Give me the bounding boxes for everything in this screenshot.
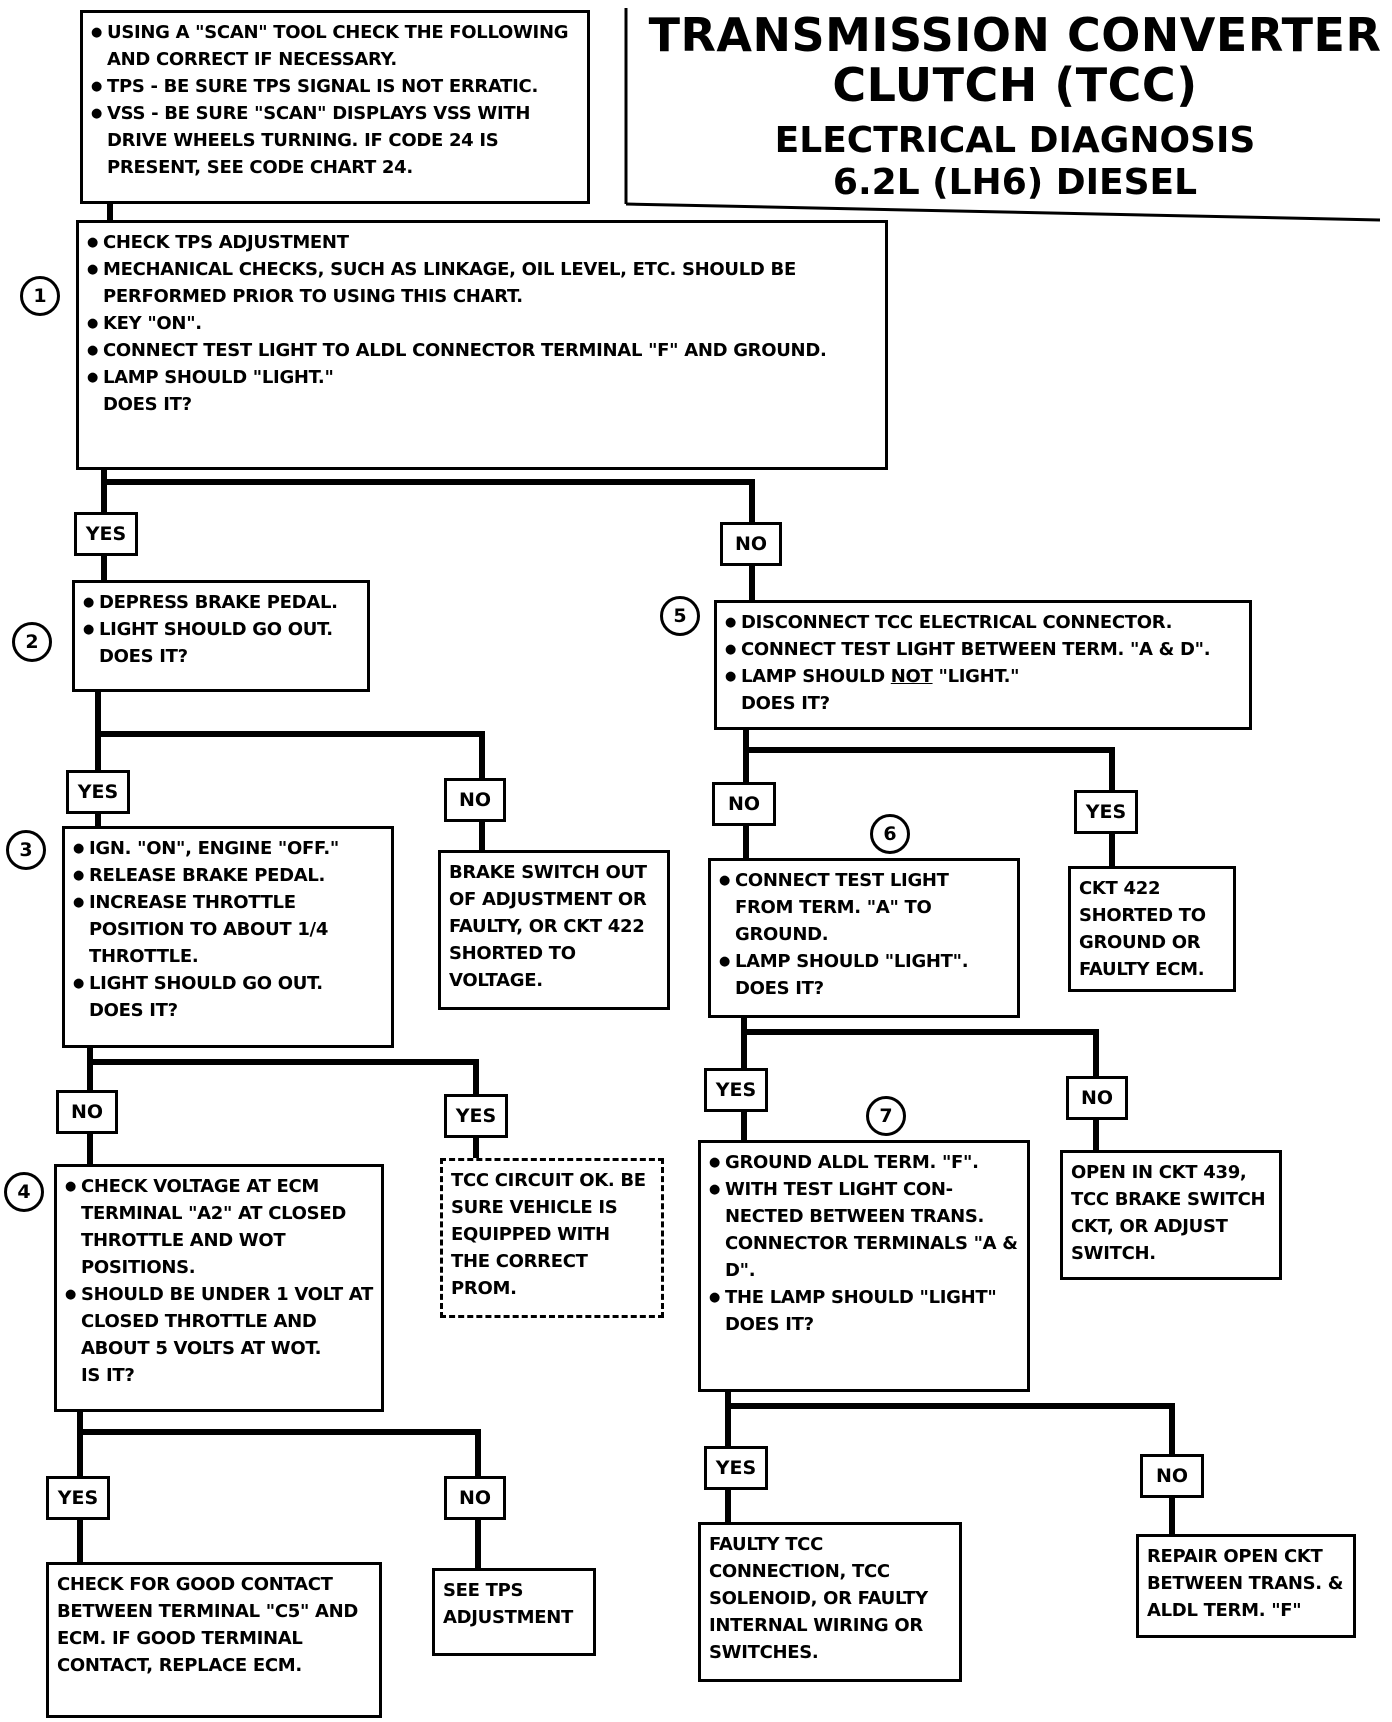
- step7-item: THE LAMP SHOULD "LIGHT": [709, 1284, 1019, 1311]
- result-repair-open: REPAIR OPEN CKT BETWEEN TRANS. & ALDL TE…: [1136, 1534, 1356, 1638]
- step4-yes-label: YES: [46, 1476, 110, 1520]
- step-number-1: 1: [20, 276, 60, 316]
- result-tcc-ok: TCC CIRCUIT OK. BE SURE VEHICLE IS EQUIP…: [440, 1158, 664, 1318]
- step5-item3-post: "LIGHT.": [932, 666, 1020, 687]
- title-line-3: ELECTRICAL DIAGNOSIS: [774, 120, 1256, 161]
- step2-box: DEPRESS BRAKE PEDAL. LIGHT SHOULD GO OUT…: [72, 580, 370, 692]
- step6-yes-label: YES: [704, 1068, 768, 1112]
- step2-question: DOES IT?: [99, 646, 188, 667]
- step7-item: WITH TEST LIGHT CON-NECTED BETWEEN TRANS…: [709, 1176, 1019, 1284]
- result-check-contact: CHECK FOR GOOD CONTACT BETWEEN TERMINAL …: [46, 1562, 382, 1718]
- intro-box: USING A "SCAN" TOOL CHECK THE FOLLOWING …: [80, 10, 590, 204]
- step3-question: DOES IT?: [89, 1000, 178, 1021]
- step4-item: SHOULD BE UNDER 1 VOLT AT CLOSED THROTTL…: [65, 1281, 373, 1362]
- step3-item: LIGHT SHOULD GO OUT.: [73, 970, 383, 997]
- step7-item: GROUND ALDL TERM. "F".: [709, 1149, 1019, 1176]
- step1-question: DOES IT?: [103, 394, 192, 415]
- result-brake-switch: BRAKE SWITCH OUT OF ADJUSTMENT OR FAULTY…: [438, 850, 670, 1010]
- step4-item: CHECK VOLTAGE AT ECM TERMINAL "A2" AT CL…: [65, 1173, 373, 1281]
- intro-item: VSS - BE SURE "SCAN" DISPLAYS VSS WITH D…: [91, 100, 579, 181]
- step5-box: DISCONNECT TCC ELECTRICAL CONNECTOR. CON…: [714, 600, 1252, 730]
- result-ckt422: CKT 422 SHORTED TO GROUND OR FAULTY ECM.: [1068, 866, 1236, 992]
- step7-no-label: NO: [1140, 1454, 1204, 1498]
- step3-item: INCREASE THROTTLE POSITION TO ABOUT 1/4 …: [73, 889, 383, 970]
- step-number-7: 7: [866, 1096, 906, 1136]
- step-number-2: 2: [12, 622, 52, 662]
- step7-yes-label: YES: [704, 1446, 768, 1490]
- step5-item3-pre: LAMP SHOULD: [741, 666, 891, 687]
- step1-no-label: NO: [720, 522, 782, 566]
- step-number-4: 4: [4, 1172, 44, 1212]
- step1-item: CONNECT TEST LIGHT TO ALDL CONNECTOR TER…: [87, 337, 877, 364]
- step3-box: IGN. "ON", ENGINE "OFF." RELEASE BRAKE P…: [62, 826, 394, 1048]
- step1-item: CHECK TPS ADJUSTMENT: [87, 229, 877, 256]
- result-tcc-ok-text: TCC CIRCUIT OK. BE SURE VEHICLE IS EQUIP…: [451, 1170, 646, 1299]
- result-open439-text: OPEN IN CKT 439, TCC BRAKE SWITCH CKT, O…: [1071, 1162, 1266, 1264]
- step2-yes-label: YES: [66, 770, 130, 814]
- step2-item: DEPRESS BRAKE PEDAL.: [83, 589, 359, 616]
- result-faulty-tcc: FAULTY TCC CONNECTION, TCC SOLENOID, OR …: [698, 1522, 962, 1682]
- step1-yes-label: YES: [74, 512, 138, 556]
- step5-no-label: NO: [712, 782, 776, 826]
- step6-no-label: NO: [1066, 1076, 1128, 1120]
- step-number-3: 3: [6, 830, 46, 870]
- title-line-4: 6.2L (LH6) DIESEL: [832, 162, 1198, 203]
- step7-box: GROUND ALDL TERM. "F". WITH TEST LIGHT C…: [698, 1140, 1030, 1392]
- step6-item: LAMP SHOULD "LIGHT".: [719, 948, 1009, 975]
- result-see-tps: SEE TPS ADJUSTMENT: [432, 1568, 596, 1656]
- step5-yes-label: YES: [1074, 790, 1138, 834]
- step6-question: DOES IT?: [735, 978, 824, 999]
- step5-item: CONNECT TEST LIGHT BETWEEN TERM. "A & D"…: [725, 636, 1241, 663]
- step-number-6: 6: [870, 814, 910, 854]
- step7-question: DOES IT?: [725, 1314, 814, 1335]
- step1-box: CHECK TPS ADJUSTMENT MECHANICAL CHECKS, …: [76, 220, 888, 470]
- result-faulty-tcc-text: FAULTY TCC CONNECTION, TCC SOLENOID, OR …: [709, 1534, 928, 1663]
- step3-yes-label: YES: [444, 1094, 508, 1138]
- step6-item: CONNECT TEST LIGHT FROM TERM. "A" TO GRO…: [719, 867, 1009, 948]
- step5-question: DOES IT?: [741, 693, 830, 714]
- result-repair-open-text: REPAIR OPEN CKT BETWEEN TRANS. & ALDL TE…: [1147, 1546, 1344, 1621]
- step1-item: KEY "ON".: [87, 310, 877, 337]
- step2-no-label: NO: [444, 778, 506, 822]
- step2-item: LIGHT SHOULD GO OUT.: [83, 616, 359, 643]
- step1-item: LAMP SHOULD "LIGHT.": [87, 364, 877, 391]
- step1-item: MECHANICAL CHECKS, SUCH AS LINKAGE, OIL …: [87, 256, 877, 310]
- result-open439: OPEN IN CKT 439, TCC BRAKE SWITCH CKT, O…: [1060, 1150, 1282, 1280]
- step4-no-label: NO: [444, 1476, 506, 1520]
- step5-not-emphasis: NOT: [890, 666, 933, 687]
- step-number-5: 5: [660, 596, 700, 636]
- step3-item: IGN. "ON", ENGINE "OFF.": [73, 835, 383, 862]
- result-see-tps-text: SEE TPS ADJUSTMENT: [443, 1580, 573, 1628]
- chart-title: TRANSMISSION CONVERTER CLUTCH (TCC) ELEC…: [640, 10, 1390, 204]
- title-line-1: TRANSMISSION CONVERTER: [648, 8, 1382, 62]
- step3-no-label: NO: [56, 1090, 118, 1134]
- step3-item: RELEASE BRAKE PEDAL.: [73, 862, 383, 889]
- result-ckt422-text: CKT 422 SHORTED TO GROUND OR FAULTY ECM.: [1079, 878, 1206, 980]
- title-line-2: CLUTCH (TCC): [832, 58, 1198, 112]
- result-brake-switch-text: BRAKE SWITCH OUT OF ADJUSTMENT OR FAULTY…: [449, 862, 647, 991]
- step4-box: CHECK VOLTAGE AT ECM TERMINAL "A2" AT CL…: [54, 1164, 384, 1412]
- step6-box: CONNECT TEST LIGHT FROM TERM. "A" TO GRO…: [708, 858, 1020, 1018]
- step4-question: IS IT?: [81, 1365, 135, 1386]
- step5-item: DISCONNECT TCC ELECTRICAL CONNECTOR.: [725, 609, 1241, 636]
- intro-item: USING A "SCAN" TOOL CHECK THE FOLLOWING …: [91, 19, 579, 73]
- step5-item: LAMP SHOULD NOT "LIGHT.": [725, 663, 1241, 690]
- result-check-contact-text: CHECK FOR GOOD CONTACT BETWEEN TERMINAL …: [57, 1574, 359, 1676]
- intro-item: TPS - BE SURE TPS SIGNAL IS NOT ERRATIC.: [91, 73, 579, 100]
